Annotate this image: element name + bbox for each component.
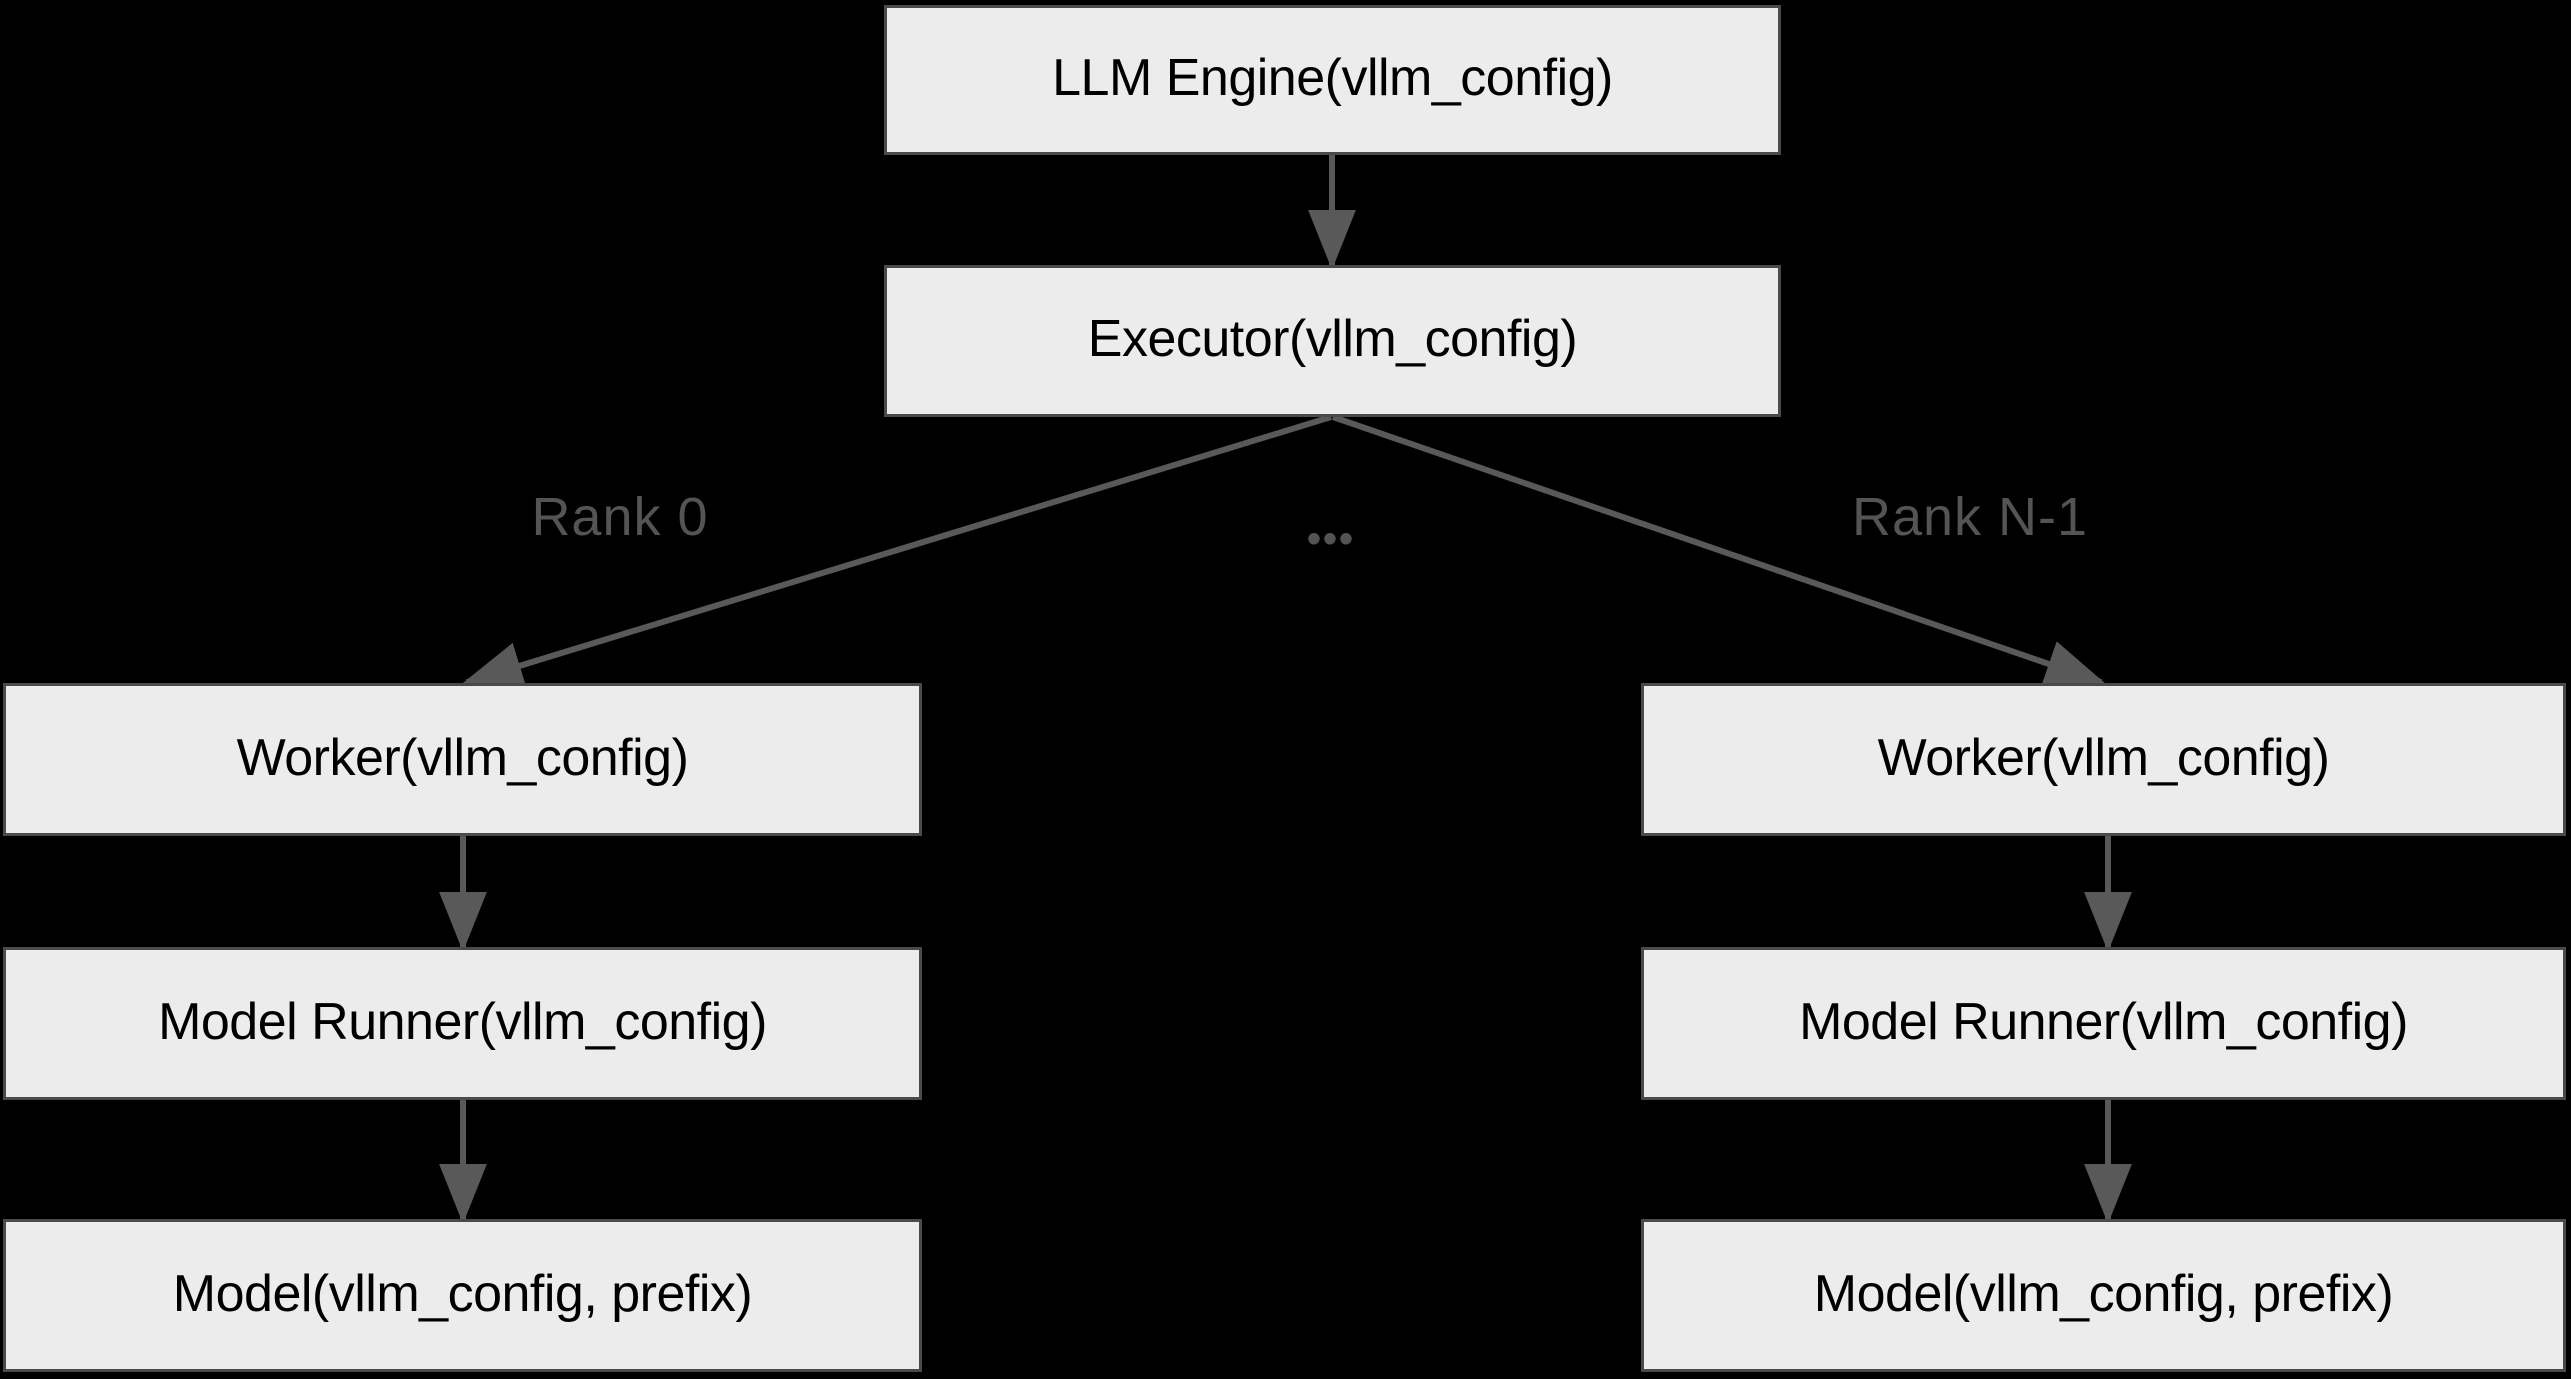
node-executor-label: Executor(vllm_config) — [1087, 310, 1578, 368]
node-worker-rankn[interactable]: Worker(vllm_config) — [1641, 683, 2566, 836]
node-model-rank0[interactable]: Model(vllm_config, prefix) — [3, 1219, 922, 1372]
node-llm-engine-label: LLM Engine(vllm_config) — [1052, 49, 1613, 107]
node-model-runner-rank0-label: Model Runner(vllm_config) — [158, 992, 767, 1051]
edge-executor-to-worker-rankn — [1332, 414, 2106, 687]
node-worker-rank0[interactable]: Worker(vllm_config) — [3, 683, 922, 836]
node-worker-rankn-label: Worker(vllm_config) — [1877, 728, 2330, 787]
node-model-runner-rankn-label: Model Runner(vllm_config) — [1799, 992, 2408, 1051]
node-model-rankn-label: Model(vllm_config, prefix) — [1813, 1264, 2394, 1323]
node-worker-rank0-label: Worker(vllm_config) — [236, 728, 689, 787]
node-model-rank0-label: Model(vllm_config, prefix) — [172, 1264, 753, 1323]
node-model-runner-rankn[interactable]: Model Runner(vllm_config) — [1641, 947, 2566, 1100]
node-llm-engine[interactable]: LLM Engine(vllm_config) — [884, 5, 1781, 155]
node-model-runner-rank0[interactable]: Model Runner(vllm_config) — [3, 947, 922, 1100]
edge-label-rank-n-1: Rank N-1 — [1851, 487, 2089, 547]
edge-label-rank-0: Rank 0 — [531, 487, 709, 547]
edge-executor-to-worker-rank0 — [462, 414, 1332, 689]
node-executor[interactable]: Executor(vllm_config) — [884, 265, 1781, 417]
node-model-rankn[interactable]: Model(vllm_config, prefix) — [1641, 1219, 2566, 1372]
ellipsis-label: ••• — [1307, 517, 1356, 561]
